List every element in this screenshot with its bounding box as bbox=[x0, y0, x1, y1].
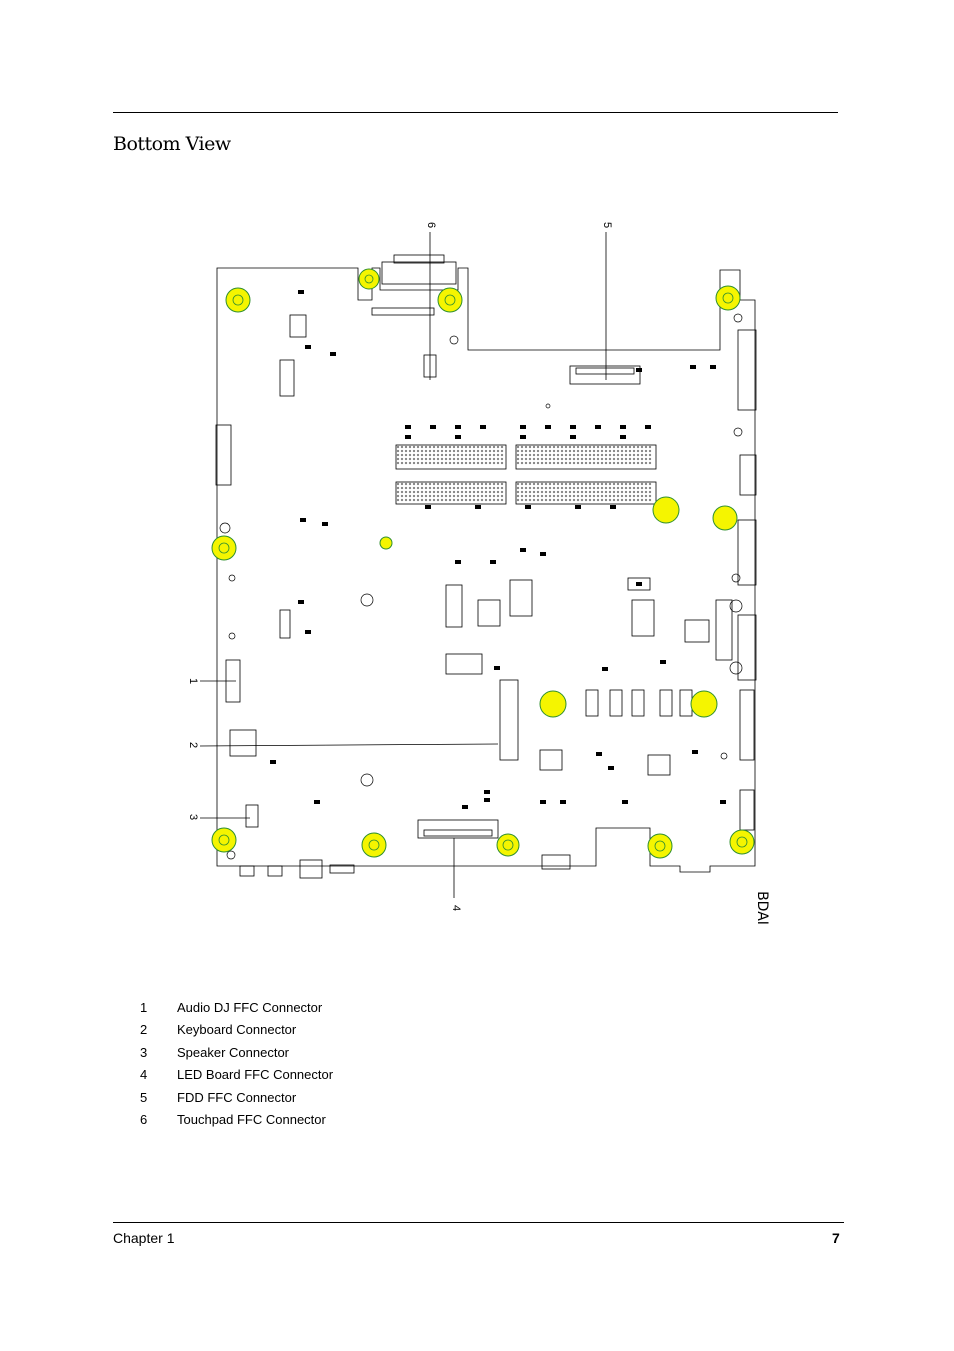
page-title: Bottom View bbox=[113, 133, 231, 155]
legend-label: FDD FFC Connector bbox=[177, 1089, 297, 1105]
legend-number: 2 bbox=[140, 1022, 148, 1038]
legend-label: Audio DJ FFC Connector bbox=[177, 1000, 323, 1015]
callout-2: 2 bbox=[187, 742, 199, 748]
board-outline bbox=[216, 267, 756, 873]
legend-label: Touchpad FFC Connector bbox=[177, 1112, 326, 1127]
legend-number: 3 bbox=[140, 1044, 148, 1060]
header-rule bbox=[113, 112, 838, 113]
callout-6: 6 bbox=[425, 222, 437, 228]
page-number: 7 bbox=[832, 1230, 840, 1246]
footer-rule bbox=[113, 1222, 844, 1223]
legend-label: Keyboard Connector bbox=[177, 1022, 297, 1038]
legend-number: 6 bbox=[140, 1112, 148, 1127]
legend-number: 1 bbox=[140, 1000, 148, 1015]
legend-number: 4 bbox=[140, 1067, 148, 1083]
callout-3: 3 bbox=[187, 814, 199, 820]
callout-1: 1 bbox=[187, 678, 199, 684]
callout-5: 5 bbox=[601, 222, 613, 228]
legend-number: 5 bbox=[140, 1089, 148, 1105]
motherboard-bottom-view-diagram: 1 2 3 4 5 6 BDAI bbox=[187, 222, 770, 925]
callout-4: 4 bbox=[450, 905, 462, 911]
board-code-label: BDAI bbox=[754, 891, 770, 925]
footer-chapter: Chapter 1 bbox=[113, 1230, 175, 1246]
legend-label: Speaker Connector bbox=[177, 1044, 290, 1060]
legend-label: LED Board FFC Connector bbox=[177, 1067, 334, 1083]
